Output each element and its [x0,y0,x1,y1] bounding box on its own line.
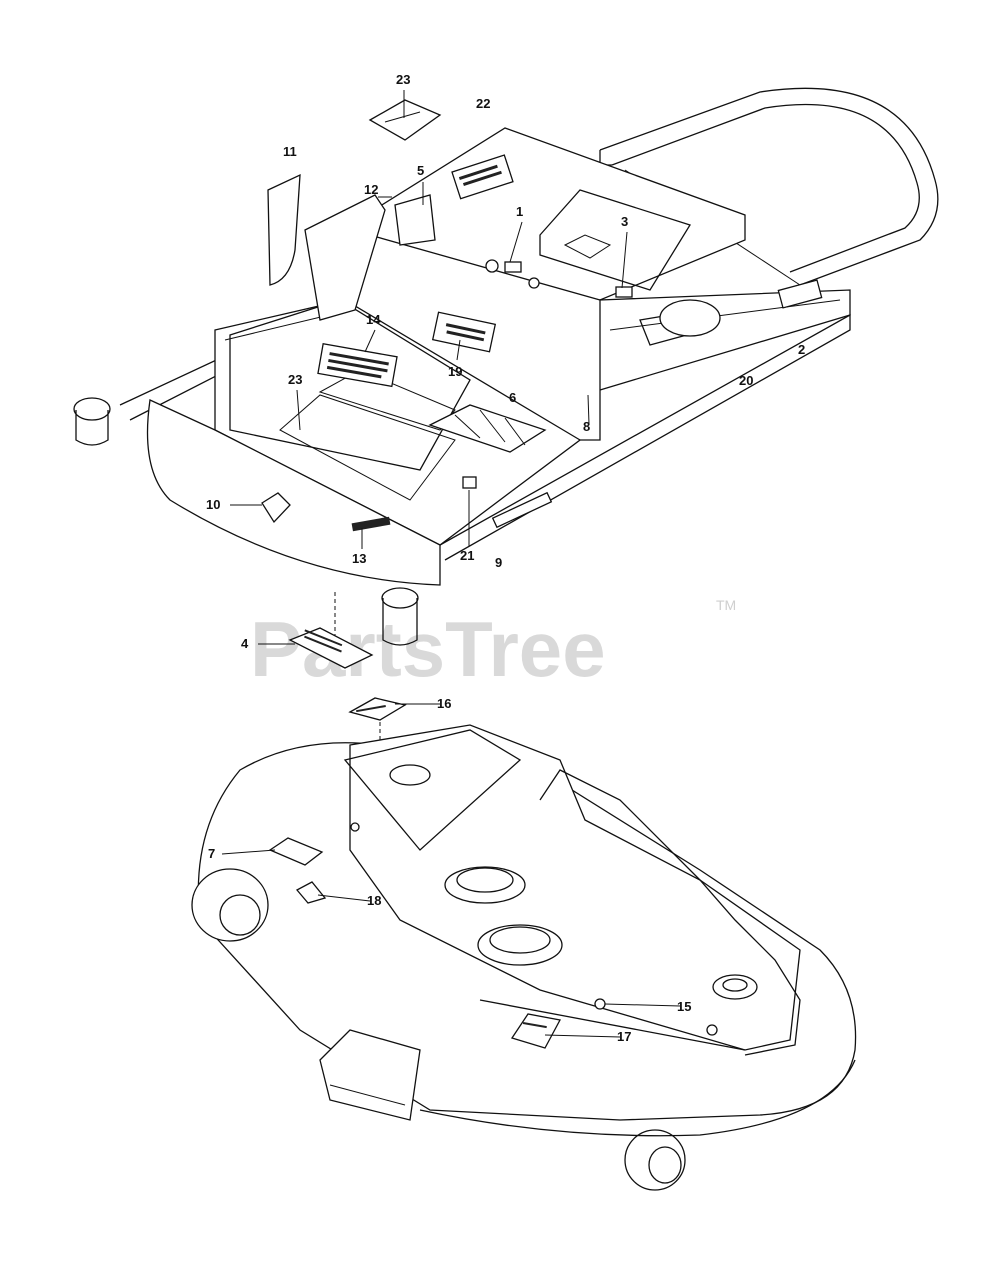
callout-18: 18 [367,893,381,908]
callout-2: 2 [798,342,805,357]
callout-1: 1 [516,204,523,219]
watermark-text: PartsTree [250,605,606,693]
callout-21: 21 [460,548,474,563]
callout-11: 11 [283,144,297,159]
callout-labels: 23 22 11 5 12 1 3 14 2 19 20 23 6 8 10 1… [206,72,805,1044]
callout-9: 9 [495,555,502,570]
decal-4 [288,627,374,669]
callout-15: 15 [677,999,691,1014]
callout-13: 13 [352,551,366,566]
callout-19: 19 [448,364,462,379]
callout-22: 22 [476,96,490,111]
callout-4: 4 [241,636,249,651]
callout-14: 14 [366,312,381,327]
callout-3: 3 [621,214,628,229]
leader-lines [221,90,681,1038]
mower-deck-assembly [191,697,857,1191]
callout-20: 20 [739,373,753,388]
callout-10: 10 [206,497,220,512]
trademark-text: TM [716,597,736,613]
callout-7: 7 [208,846,215,861]
callout-5: 5 [417,163,424,178]
callout-6: 6 [509,390,516,405]
callout-23-top: 23 [396,72,410,87]
callout-12: 12 [364,182,378,197]
callout-8: 8 [583,419,590,434]
frame-assembly [73,87,939,646]
callout-16: 16 [437,696,451,711]
callout-17: 17 [617,1029,631,1044]
callout-23-floor: 23 [288,372,302,387]
